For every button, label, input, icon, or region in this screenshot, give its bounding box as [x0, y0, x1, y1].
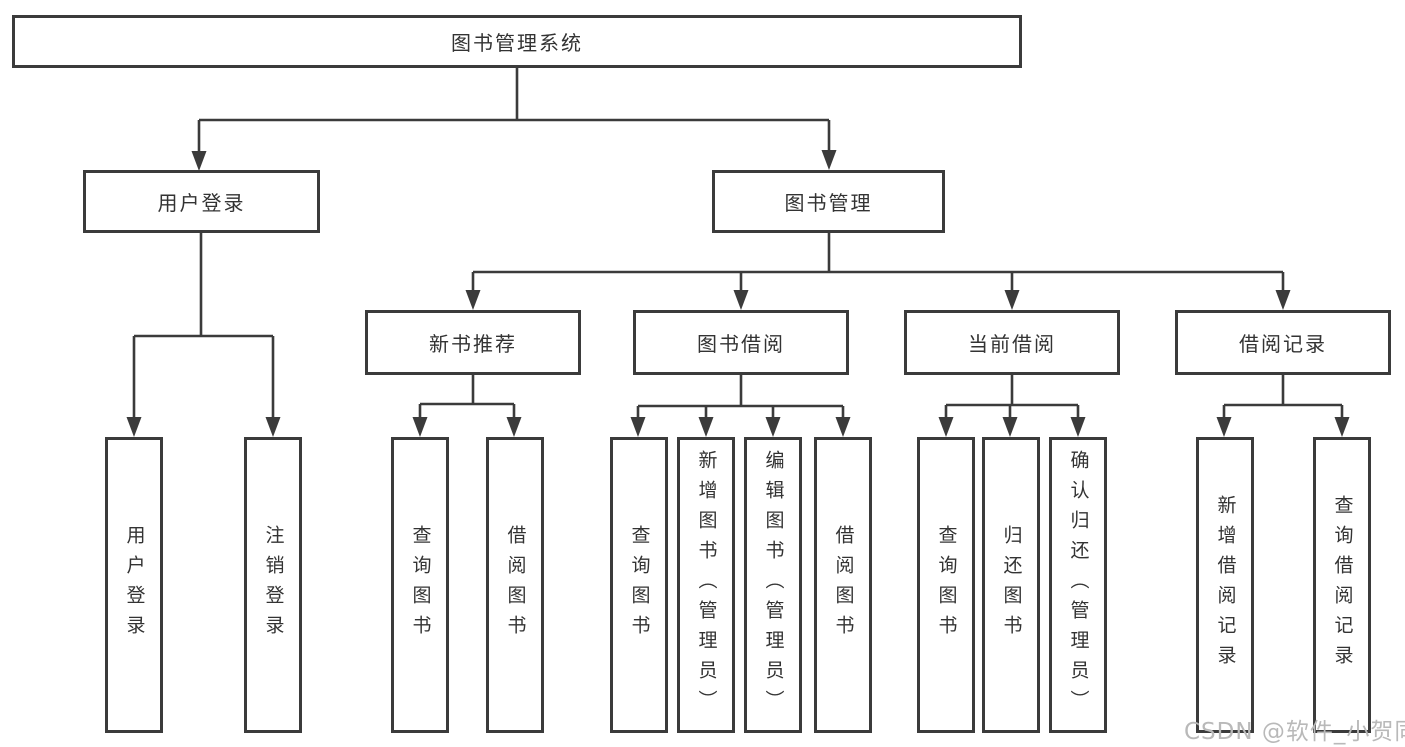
leaf-return-book: 归还图书 — [982, 437, 1040, 733]
leaf-query-borrow-record: 查询借阅记录 — [1313, 437, 1371, 733]
leaf-logout: 注销登录 — [244, 437, 302, 733]
leaf-borrow-book: 借阅图书 — [814, 437, 872, 733]
leaf-user-login: 用户登录 — [105, 437, 163, 733]
leaf-query-book: 查询图书 — [610, 437, 668, 733]
node-borrow-records: 借阅记录 — [1175, 310, 1391, 375]
leaf-add-borrow-record: 新增借阅记录 — [1196, 437, 1254, 733]
node-book-management: 图书管理 — [712, 170, 945, 233]
leaf-edit-book-admin: 编辑图书（管理员） — [744, 437, 802, 733]
leaf-confirm-return-admin: 确认归还（管理员） — [1049, 437, 1107, 733]
leaf-add-book-admin: 新增图书（管理员） — [677, 437, 735, 733]
node-user-login: 用户登录 — [83, 170, 320, 233]
arrowheads — [126, 150, 1350, 437]
node-root: 图书管理系统 — [12, 15, 1022, 68]
node-current-borrow: 当前借阅 — [904, 310, 1120, 375]
leaf-borrow-book-recommend: 借阅图书 — [486, 437, 544, 733]
leaf-query-book-recommend: 查询图书 — [391, 437, 449, 733]
node-new-book-recommend: 新书推荐 — [365, 310, 581, 375]
node-book-borrow: 图书借阅 — [633, 310, 849, 375]
leaf-query-current-borrow: 查询图书 — [917, 437, 975, 733]
watermark-text: CSDN @软件_小贺同学 — [1184, 719, 1405, 745]
